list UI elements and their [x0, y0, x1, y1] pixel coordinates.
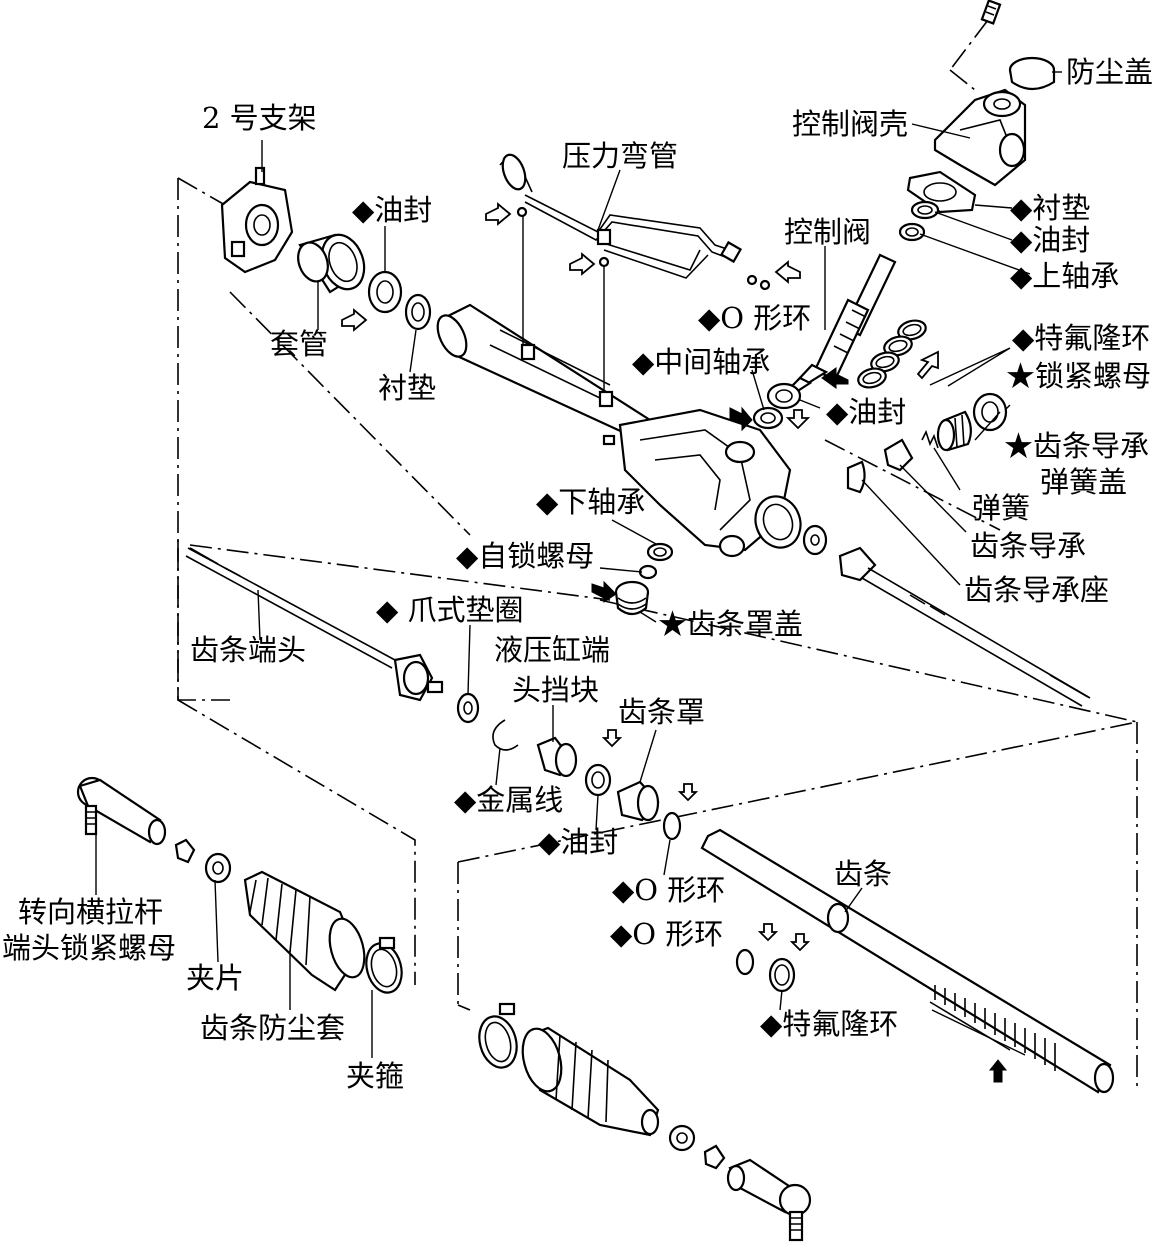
- tie-rod-end-right: [726, 1158, 812, 1242]
- label-rack-guide: 齿条导承: [970, 529, 1087, 563]
- label-o-ring-top: ◆O 形环: [698, 301, 812, 335]
- label-self-lock-nut: ◆自锁螺母: [456, 539, 595, 573]
- label-gasket-left: 衬垫: [378, 371, 437, 405]
- label-dust-cap: 防尘盖: [1066, 55, 1154, 89]
- label-rack-end: 齿条端头: [190, 633, 307, 667]
- dust-cap: [1008, 56, 1056, 91]
- lock-nut: [972, 392, 1008, 432]
- washer: [802, 524, 828, 556]
- rack-guide-seat: [846, 460, 866, 494]
- label-spring: 弹簧: [972, 491, 1031, 525]
- label-rack: 齿条: [834, 857, 893, 891]
- label-control-valve: 控制阀: [784, 215, 872, 249]
- label-upper-bearing: ◆上轴承: [1010, 259, 1120, 293]
- label-valve-housing: 控制阀壳: [792, 107, 909, 141]
- no2-bracket: [220, 166, 294, 274]
- nut-right: [703, 1144, 726, 1170]
- nut-left: [174, 838, 196, 864]
- arrows: [341, 202, 1008, 1083]
- assembly-lines: [177, 19, 1138, 1090]
- label-cyl-end-stopper-1: 液压缸端: [494, 633, 611, 667]
- clamp-right: [478, 1002, 518, 1069]
- label-tie-rod-nut-2: 端头锁紧螺母: [2, 931, 177, 965]
- label-cyl-end-stopper-2: 头挡块: [512, 673, 600, 707]
- top-right-seals: [898, 170, 977, 242]
- label-wire: ◆金属线: [454, 783, 564, 817]
- teflon-rings: [857, 319, 927, 389]
- label-rack-guide-seat: 齿条导承座: [964, 573, 1110, 607]
- rack-housing: [616, 780, 660, 822]
- label-clamp: 夹箍: [346, 1059, 405, 1093]
- label-tie-rod-nut-1: 转向横拉杆: [18, 895, 164, 929]
- clip-right: [668, 1124, 696, 1152]
- teflon-ring-low: [768, 957, 796, 993]
- label-gasket-top: ◆衬垫: [1010, 191, 1091, 225]
- label-lower-bearing: ◆下轴承: [536, 485, 646, 519]
- claw-washer: [456, 692, 480, 724]
- rack-housing-cap: [614, 580, 650, 616]
- rack-guide-spring-cap: [936, 410, 972, 452]
- bolt: [980, 0, 1002, 25]
- label-rack-housing-cap: ★齿条罩盖: [658, 607, 804, 641]
- label-o-ring-low: ◆O 形环: [612, 873, 726, 907]
- spring: [921, 429, 939, 449]
- label-teflon-ring-top: ◆特氟隆环: [1012, 321, 1151, 355]
- sleeve: [297, 233, 366, 294]
- rack-guide: [883, 438, 914, 472]
- label-oil-seal-low: ◆油封: [538, 825, 619, 859]
- label-clip: 夹片: [186, 961, 245, 995]
- label-teflon-ring-low: ◆特氟隆环: [760, 1007, 899, 1041]
- tie-rod-end-left: [76, 776, 167, 846]
- steering-housing: [436, 303, 802, 558]
- label-boot: 齿条防尘套: [200, 1011, 346, 1045]
- label-lock-nut: ★锁紧螺母: [1006, 359, 1152, 393]
- rack-end-right: [838, 546, 1091, 707]
- middle-bearing: [752, 382, 802, 430]
- lower-bearing: [638, 542, 674, 580]
- control-valve: [788, 253, 897, 394]
- label-oil-seal-top: ◆油封: [1010, 223, 1091, 257]
- label-sleeve: 套管: [270, 327, 329, 361]
- boot-right: [521, 1026, 660, 1137]
- label-mid-bearing: ◆中间轴承: [632, 345, 771, 379]
- cylinder-end-stopper: [536, 736, 578, 778]
- label-claw-washer: ◆ 爪式垫圈: [376, 593, 524, 627]
- rack: [700, 828, 1115, 1094]
- left-seal-gasket: [367, 270, 432, 331]
- rack-end-left: [185, 547, 444, 702]
- label-rack-housing: 齿条罩: [618, 695, 706, 729]
- clamp-left: [365, 936, 403, 994]
- pressure-tube: [499, 153, 771, 392]
- leader-lines: [95, 71, 1062, 1058]
- wire: [492, 719, 519, 751]
- label-no2-bracket: 2 号支架: [202, 101, 317, 135]
- label-rack-guide-spring-cap-2: 弹簧盖: [1040, 465, 1128, 499]
- label-pressure-tube: 压力弯管: [562, 139, 679, 173]
- boot-left: [243, 870, 366, 992]
- label-rack-guide-spring-cap-1: ★齿条导承: [1004, 429, 1150, 463]
- label-o-ring-low2: ◆O 形环: [610, 917, 724, 951]
- label-oil-seal-mid: ◆油封: [826, 395, 907, 429]
- oil-seal-low: [584, 763, 612, 797]
- clip-left: [204, 852, 232, 884]
- o-ring-low: [662, 811, 682, 841]
- label-oil-seal-left: ◆油封: [352, 193, 433, 227]
- valve-housing: [933, 88, 1027, 187]
- o-ring-low2: [735, 948, 755, 976]
